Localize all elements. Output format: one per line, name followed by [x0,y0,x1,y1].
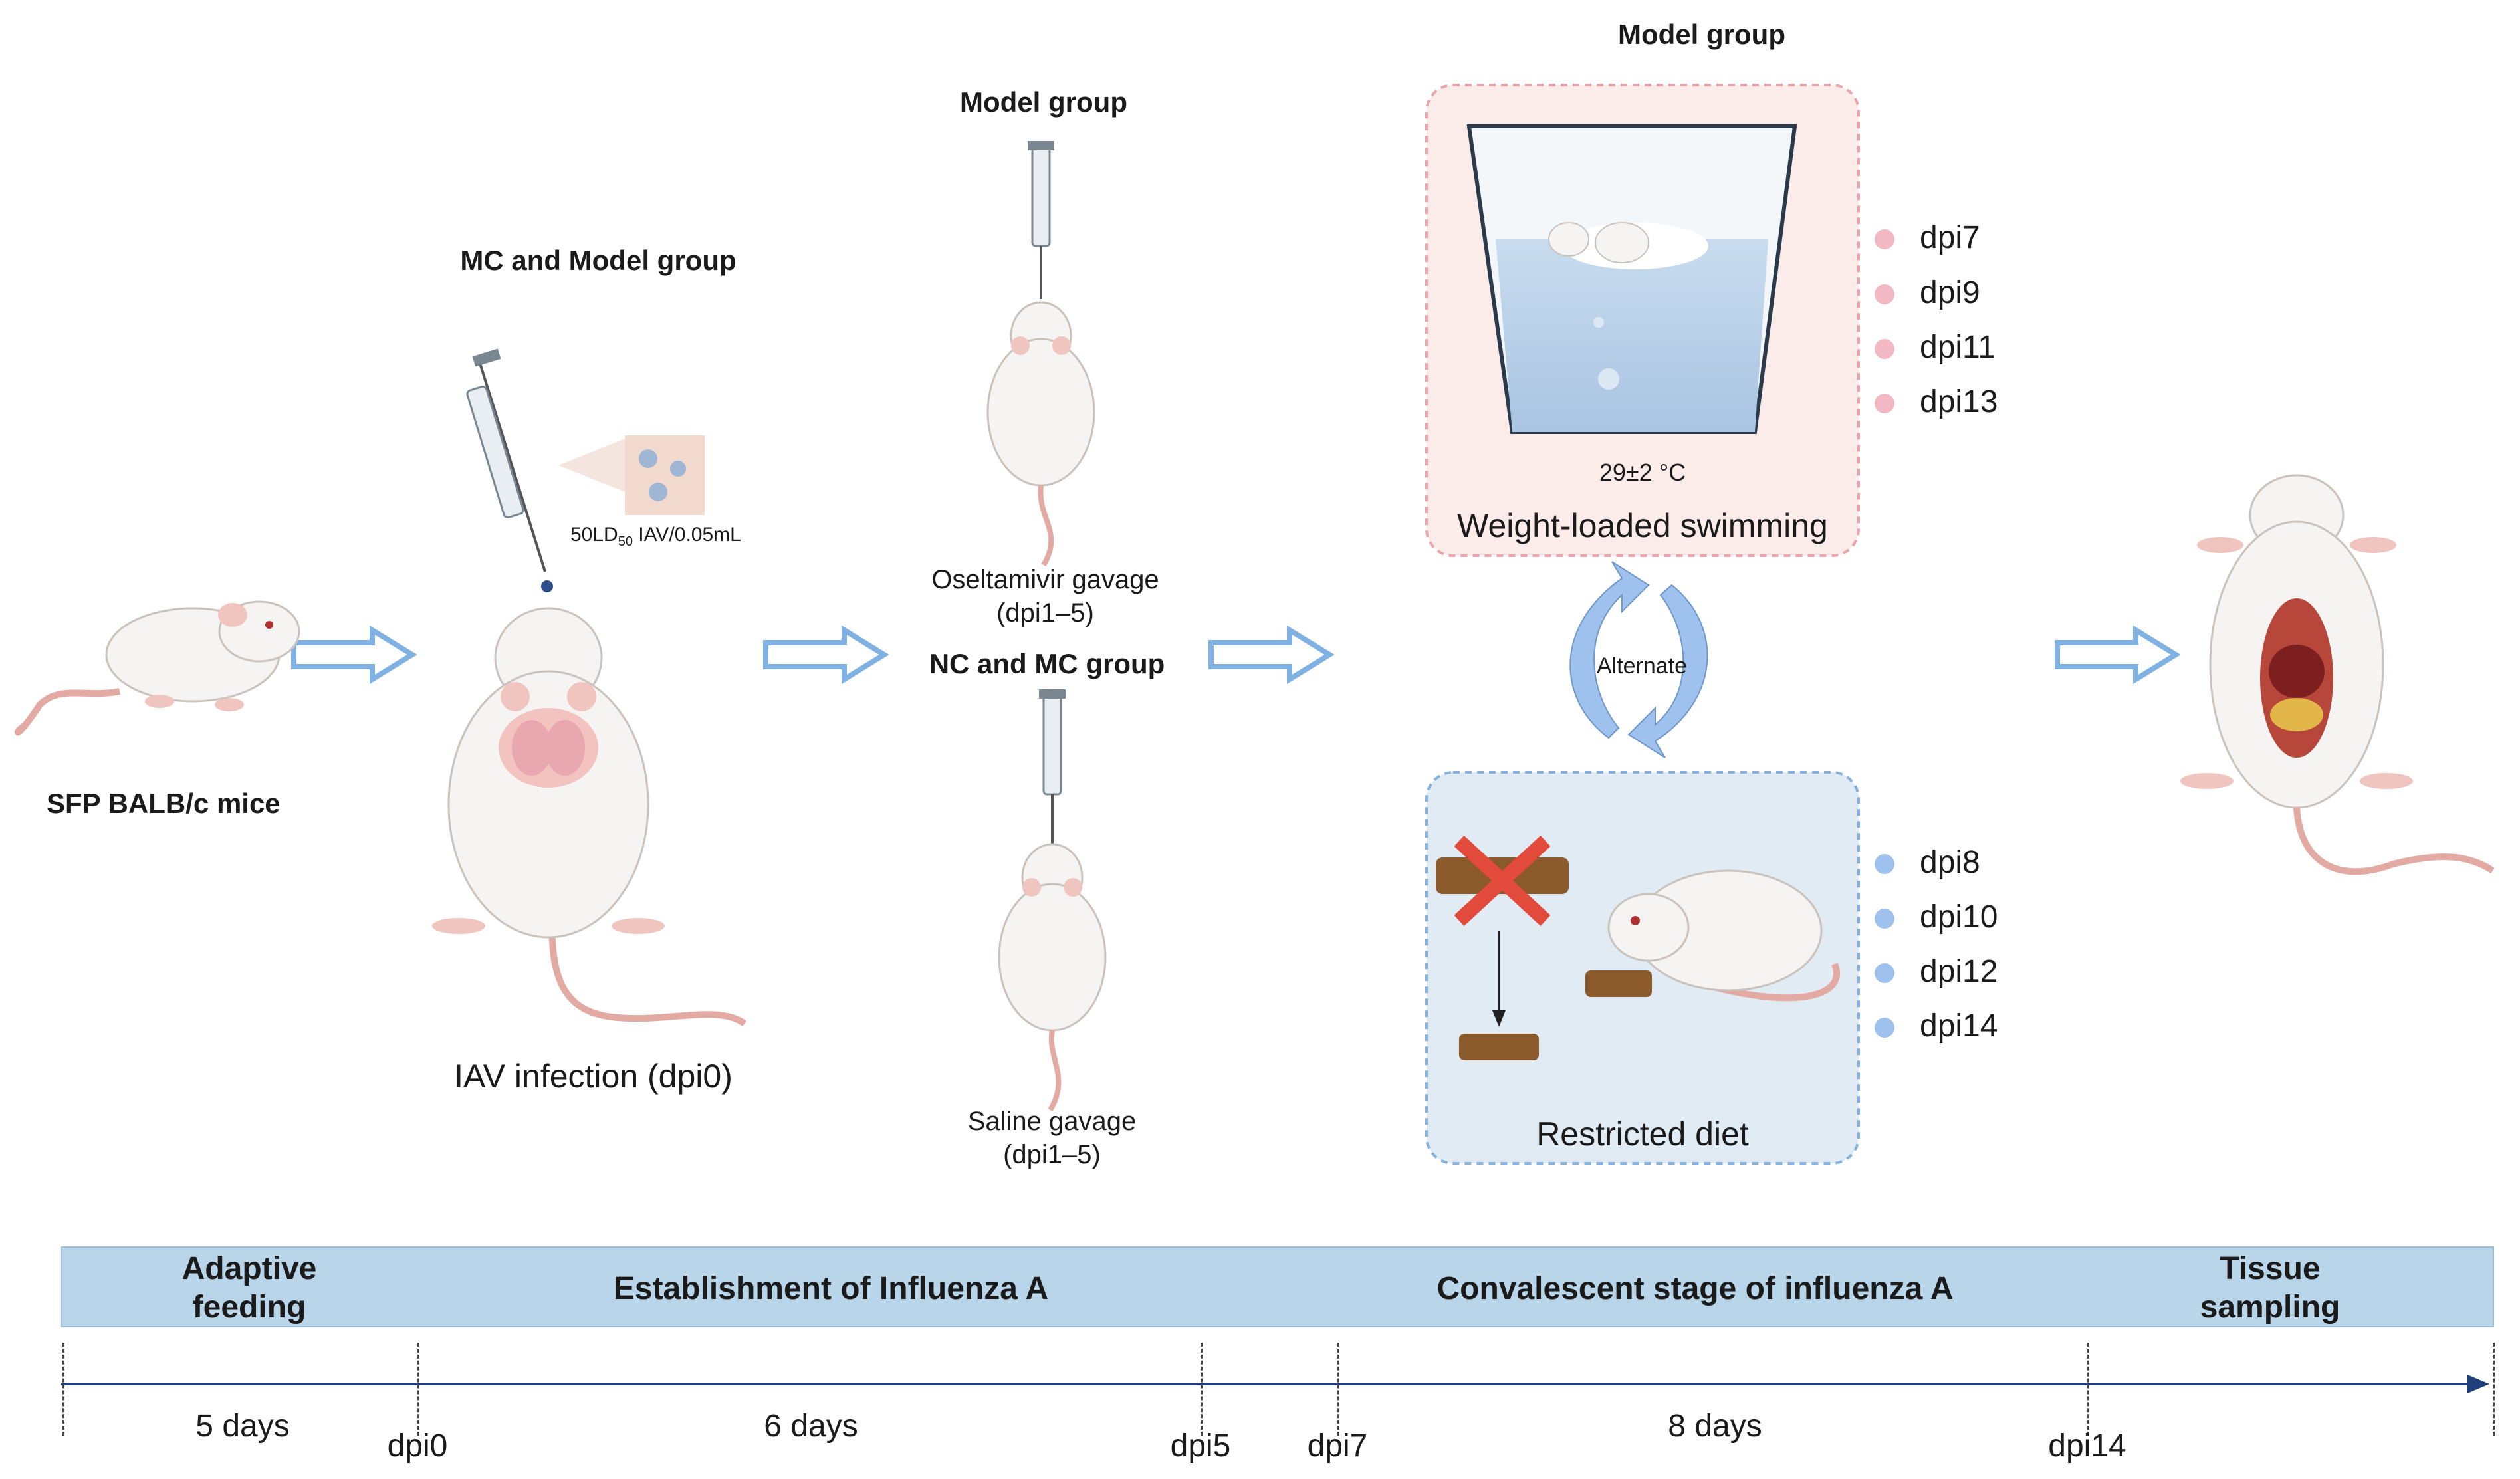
mice-label: SFP BALB/c mice [47,788,281,819]
saline-caption-line2: (dpi1–5) [1003,1140,1101,1169]
mouse-oseltamivir-illustration [986,301,1095,567]
dissected-mouse-illustration [2180,474,2495,875]
dose-sub: 50 [618,534,633,549]
stage1-header: MC and Model group [460,245,737,276]
timeline-tick [1337,1343,1339,1436]
saline-caption-line1: Saline gavage [967,1107,1137,1136]
flow-arrow-2 [763,625,889,685]
duration-label-2: 6 days [764,1409,858,1444]
timeline-band [61,1246,2494,1327]
water-cup-icon [1466,124,1797,434]
stage1-caption: IAV infection (dpi0) [454,1058,733,1095]
swim-day-dot [1875,394,1894,413]
timeline-tick [1201,1343,1203,1436]
duration-label-1: 5 days [195,1409,290,1444]
timeline-stage-tissue: Tissue sampling [2147,1250,2393,1327]
oseltamivir-caption-line1: Oseltamivir gavage [931,565,1159,594]
syringe-icon-saline [1039,689,1066,844]
dose-suffix: IAV/0.05mL [632,524,741,546]
stage2-top-header: Model group [960,86,1127,118]
mouse-side-illustration [15,600,300,736]
timeline-tick [62,1343,64,1436]
swim-day-4: dpi13 [1920,384,1998,419]
alternate-label: Alternate [1596,653,1688,679]
diet-day-dot [1875,1018,1894,1038]
mouse-saline-illustration [998,843,1107,1112]
swim-day-2: dpi9 [1920,275,1980,310]
swim-day-dot [1875,229,1894,249]
oseltamivir-caption-line2: (dpi1–5) [996,598,1094,627]
stage-line: feeding [192,1290,306,1325]
flow-arrow-1 [291,625,417,685]
swim-day-1: dpi7 [1920,220,1980,255]
timeline-stage-establishment: Establishment of Influenza A [465,1270,1197,1308]
stage-line: Convalescent stage of influenza A [1436,1271,1954,1306]
marker-dpi14: dpi14 [2048,1428,2126,1464]
marker-dpi0: dpi0 [387,1428,448,1464]
stage-line: Establishment of Influenza A [613,1271,1049,1306]
diet-day-2: dpi10 [1920,899,1998,935]
diet-day-dot [1875,854,1894,874]
diet-caption: Restricted diet [1536,1115,1749,1153]
flow-arrow-3 [1208,625,1335,685]
diet-day-dot [1875,963,1894,983]
swim-day-dot [1875,339,1894,359]
diet-day-1: dpi8 [1920,845,1980,880]
food-crossed-icon [1436,835,1569,1060]
virus-sample-icon [558,435,705,515]
alternate-cycle-icon [1569,561,1708,758]
stage3-header: Model group [1618,19,1785,50]
temperature-label: 29±2 °C [1599,459,1686,486]
diet-day-3: dpi12 [1920,954,1998,989]
stage2-bottom-header: NC and MC group [929,648,1165,679]
marker-dpi5: dpi5 [1170,1428,1231,1464]
stage-line: Tissue [2220,1251,2321,1286]
duration-label-3: 8 days [1668,1409,1762,1444]
syringe-icon-oseltamivir [1028,141,1054,299]
diet-day-4: dpi14 [1920,1008,1998,1044]
flow-arrow-4 [2055,625,2181,685]
marker-dpi7: dpi7 [1307,1428,1368,1464]
timeline-tick [2087,1343,2089,1436]
infected-mouse-illustration [432,607,746,1027]
timeline-tick [2493,1343,2495,1436]
stage-line: Adaptive [181,1251,317,1286]
timeline-stage-convalescent: Convalescent stage of influenza A [1329,1270,2061,1308]
stage-line: sampling [2200,1290,2341,1325]
diet-day-dot [1875,909,1894,929]
swim-day-dot [1875,284,1894,304]
swim-caption: Weight-loaded swimming [1457,507,1828,544]
timeline-tick [417,1343,419,1436]
syringe-icon-stage1 [466,348,553,592]
timeline-stage-adaptive: Adaptive feeding [126,1250,372,1327]
rat-diet-illustration [1585,869,1840,1002]
dose-label: 50LD50 IAV/0.05mL [570,524,741,550]
dose-prefix: 50LD [570,524,618,546]
swim-day-3: dpi11 [1920,330,1996,365]
timeline-arrowhead [2467,1375,2489,1393]
